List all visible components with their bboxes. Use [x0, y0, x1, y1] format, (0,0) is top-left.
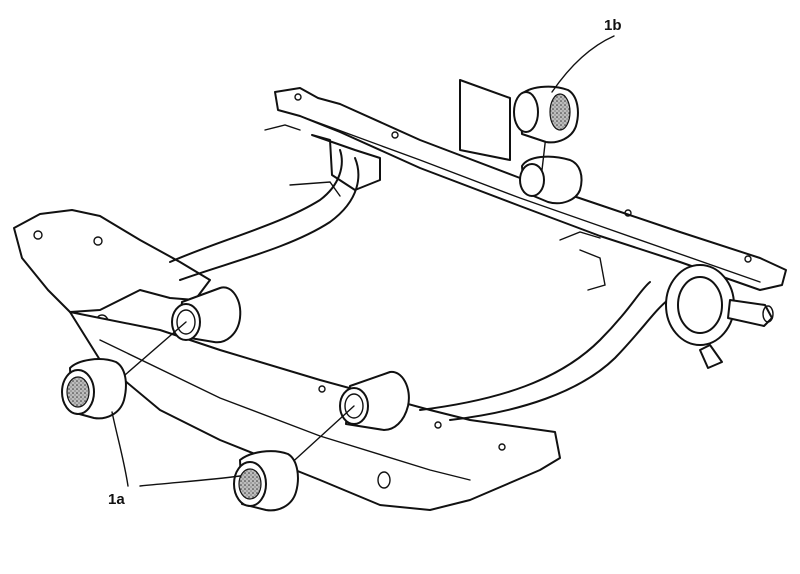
left-tube: [169, 134, 381, 281]
callout-leaders: [111, 35, 615, 487]
bushing-1a-left: [61, 358, 127, 420]
right-tube: [419, 249, 669, 421]
bushing-1b: [513, 85, 579, 144]
callout-label-1b: 1b: [604, 17, 622, 34]
bushing-1a-right: [233, 450, 299, 512]
callout-label-1a: 1a: [108, 491, 125, 508]
rear-bracket-plate: [459, 79, 511, 161]
frame-sleeve-rear: [519, 155, 583, 205]
front-crossmember: [69, 311, 561, 511]
frame-sleeve-right: [339, 370, 410, 431]
right-mount: [665, 264, 774, 369]
